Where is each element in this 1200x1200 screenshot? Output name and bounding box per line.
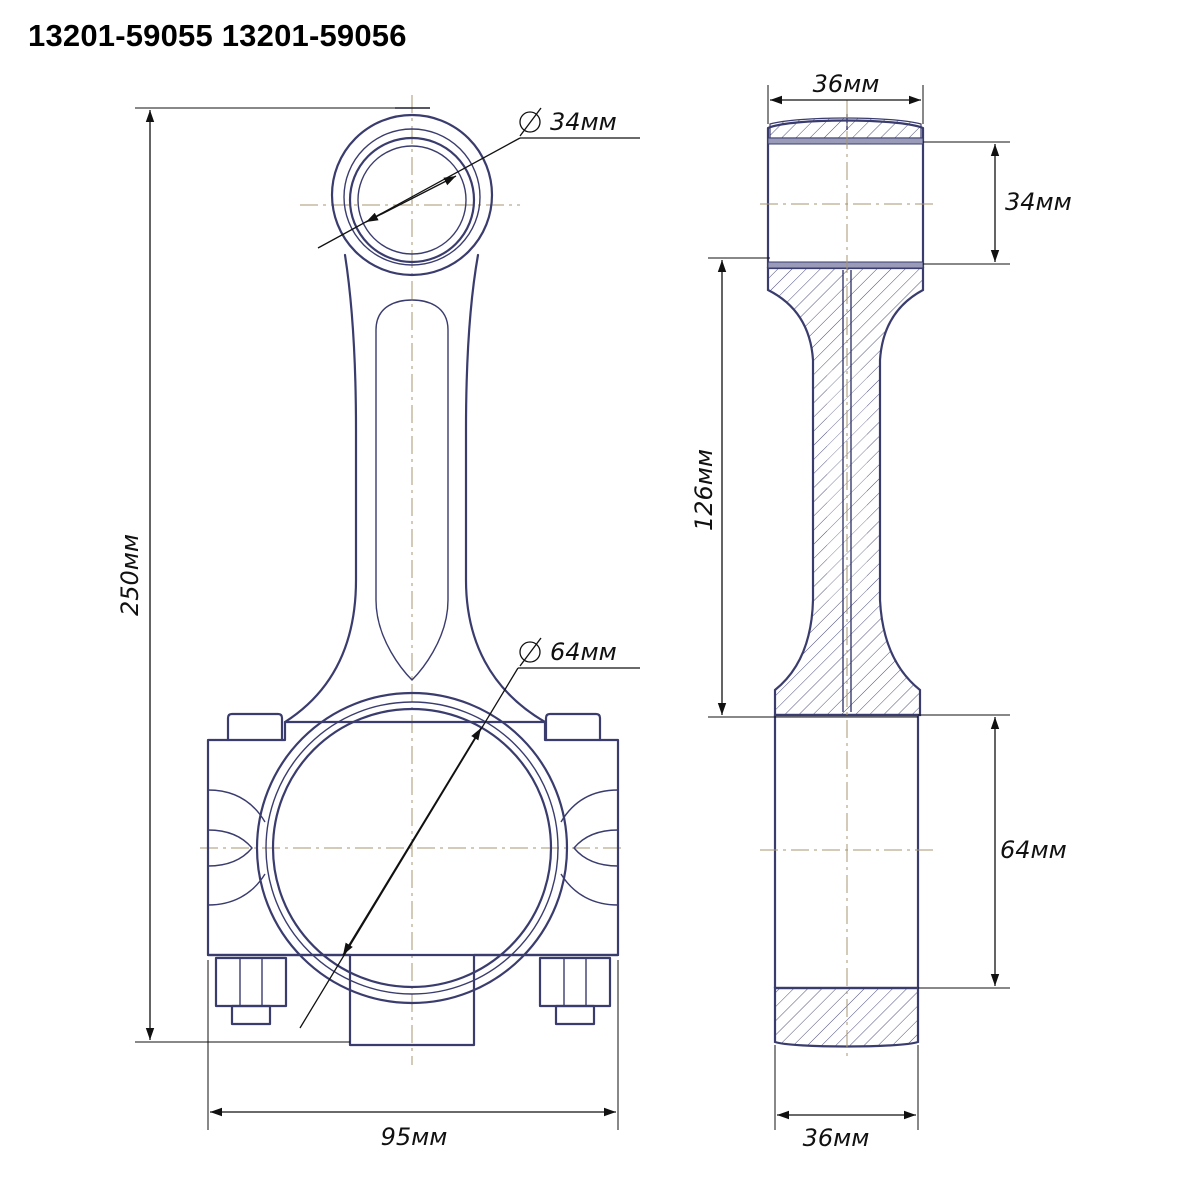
- dim-side-big-end-bore: 64мм: [1000, 836, 1067, 864]
- side-dimensions: 36мм 34мм 126мм 64мм 36мм: [690, 70, 1072, 1152]
- dim-side-small-end-width: 36мм: [813, 70, 880, 98]
- dim-center-distance: 126мм: [690, 449, 718, 531]
- part-number-title: 13201-59055 13201-59056: [28, 18, 407, 53]
- diameter-symbol-icon: [519, 107, 542, 137]
- diameter-symbol-icon: [519, 637, 542, 667]
- dim-overall-length: 250мм: [116, 534, 144, 616]
- dim-side-big-end-width: 36мм: [803, 1124, 870, 1152]
- dim-small-end-diameter: 34мм: [550, 108, 617, 136]
- front-dimensions: 250мм 34мм 64мм 95мм: [116, 107, 640, 1151]
- dim-big-end-diameter: 64мм: [550, 638, 617, 666]
- dim-side-small-end-bore: 34мм: [1005, 188, 1072, 216]
- front-view: [200, 95, 625, 1065]
- side-view: [760, 100, 935, 1060]
- dim-big-end-width: 95мм: [381, 1123, 448, 1151]
